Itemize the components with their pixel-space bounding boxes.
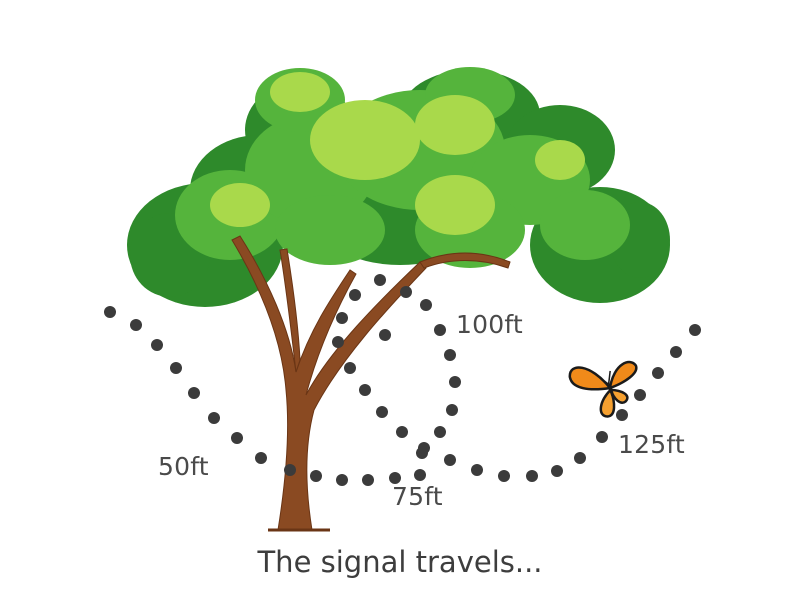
signal-dot: [689, 324, 701, 336]
signal-dot: [151, 339, 163, 351]
signal-dot: [449, 376, 461, 388]
signal-dot: [231, 432, 243, 444]
signal-dot: [104, 306, 116, 318]
signal-dot: [634, 389, 646, 401]
caption: The signal travels...: [257, 545, 543, 579]
signal-dot: [336, 312, 348, 324]
signal-dot: [188, 387, 200, 399]
signal-dot: [359, 384, 371, 396]
signal-dot: [434, 426, 446, 438]
signal-dot: [444, 454, 456, 466]
signal-dot: [396, 426, 408, 438]
signal-dot: [446, 404, 458, 416]
signal-dot: [574, 452, 586, 464]
signal-dot: [376, 406, 388, 418]
signal-dot: [170, 362, 182, 374]
signal-dot: [400, 286, 412, 298]
signal-dot: [389, 472, 401, 484]
signal-dot: [418, 442, 430, 454]
signal-dot: [420, 299, 432, 311]
signal-dot: [255, 452, 267, 464]
signal-dot: [616, 409, 628, 421]
distance-label-100: 100ft: [456, 310, 523, 339]
signal-dot: [498, 470, 510, 482]
signal-dot: [332, 336, 344, 348]
signal-dot: [208, 412, 220, 424]
signal-dot: [670, 346, 682, 358]
signal-dot: [284, 464, 296, 476]
signal-dot: [434, 324, 446, 336]
signal-dot: [444, 349, 456, 361]
signal-dot: [344, 362, 356, 374]
signal-dot: [310, 470, 322, 482]
signal-dot: [379, 329, 391, 341]
signal-dot: [551, 465, 563, 477]
signal-dot: [652, 367, 664, 379]
distance-label-125: 125ft: [618, 430, 685, 459]
signal-dot: [471, 464, 483, 476]
signal-dots: [104, 274, 701, 486]
signal-dot: [596, 431, 608, 443]
signal-dot: [374, 274, 386, 286]
signal-dot: [349, 289, 361, 301]
signal-dot: [336, 474, 348, 486]
signal-dot: [414, 469, 426, 481]
signal-dot: [526, 470, 538, 482]
signal-dot: [130, 319, 142, 331]
signal-dot: [362, 474, 374, 486]
tree-icon: [127, 67, 670, 532]
butterfly-icon: [568, 360, 638, 418]
distance-label-75: 75ft: [392, 482, 443, 511]
distance-label-50: 50ft: [158, 452, 209, 481]
